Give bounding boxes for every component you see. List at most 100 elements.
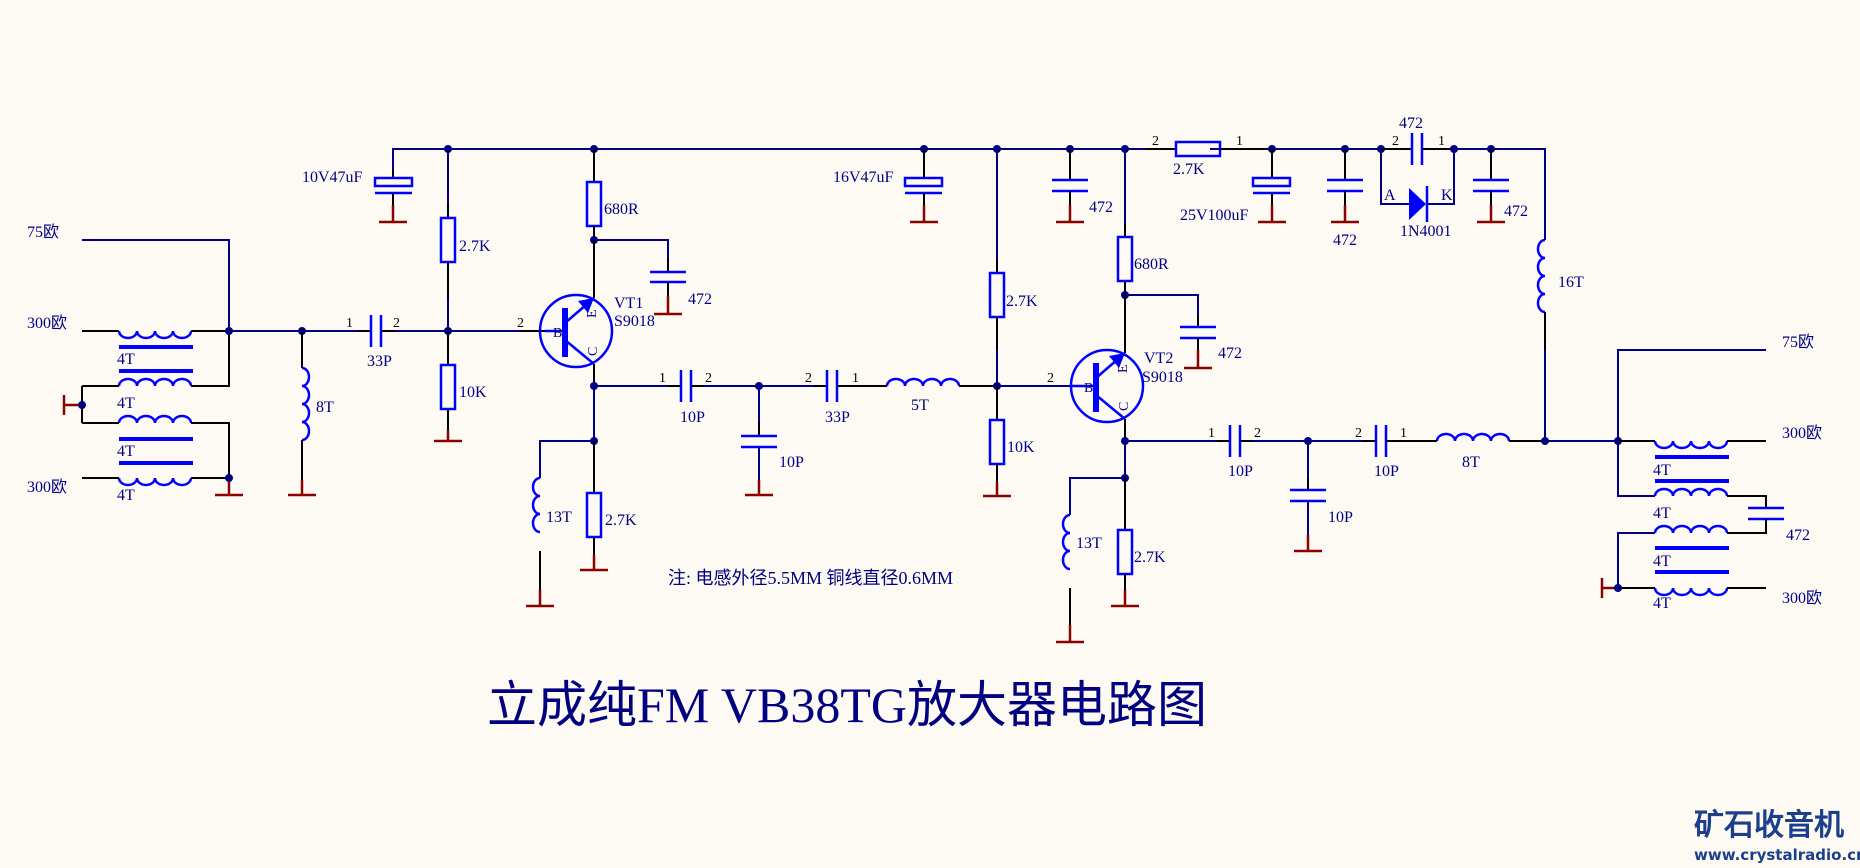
svg-text:2: 2 — [517, 316, 524, 331]
output-filter: 1 2 10P 10P 2 1 10P 8T — [1125, 425, 1622, 553]
input-balun-turns-4: 4T — [117, 487, 135, 504]
input-300-bottom-label: 300欧 — [27, 478, 67, 496]
input-balun-turns-2: 4T — [117, 395, 135, 412]
svg-text:13T: 13T — [1076, 535, 1102, 552]
transistor-vt2: B E C VT2 S9018 — [1069, 348, 1183, 424]
svg-text:680R: 680R — [604, 201, 639, 218]
svg-text:B: B — [1084, 381, 1093, 396]
choke-label: 16T — [1558, 274, 1584, 291]
svg-text:C: C — [1117, 402, 1132, 411]
svg-text:B: B — [553, 326, 562, 341]
supply-filter-cap2-label: 472 — [1504, 203, 1528, 220]
input-shunt-inductor: 8T — [286, 331, 334, 497]
supply-filter-cap1-label: 472 — [1333, 232, 1357, 249]
svg-text:2.7K: 2.7K — [459, 238, 491, 255]
input-300-top-label: 300欧 — [27, 314, 67, 332]
output-inductor-label: 8T — [1462, 454, 1480, 471]
interstage-cap2-label: 33P — [825, 409, 850, 426]
stage1-emitter-cap: 472 — [594, 239, 712, 316]
stage2-collector-resistor: 2.7K — [1109, 478, 1166, 608]
logo-name: 矿石收音机 — [1694, 808, 1844, 843]
stage2-bias-bottom-resistor: 10K — [981, 386, 1035, 498]
svg-text:2: 2 — [1047, 371, 1054, 386]
svg-text:4T: 4T — [1653, 553, 1671, 570]
output-balun-cap-label: 472 — [1786, 527, 1810, 544]
stage2-collector-inductor: 13T — [1054, 477, 1125, 644]
vt1-part: S9018 — [614, 313, 655, 330]
diode-bypass-cap-label: 472 — [1399, 115, 1423, 132]
output-300-bottom-label: 300欧 — [1782, 589, 1822, 607]
supply-filter: 2 1 2.7K 25V100uF 472 2 1 472 A — [1146, 115, 1584, 441]
stage1-bias-bottom-resistor: 10K — [432, 331, 487, 443]
output-cap2-label: 10P — [1374, 463, 1399, 480]
svg-text:A: A — [1384, 187, 1396, 204]
stage2-emitter-cap: 472 — [1125, 294, 1242, 370]
svg-text:1: 1 — [1438, 134, 1445, 149]
output-cap1-label: 10P — [1228, 463, 1253, 480]
svg-text:1: 1 — [1236, 134, 1243, 149]
svg-text:13T: 13T — [546, 509, 572, 526]
stage2: 16V47uF 2.7K 2 10K — [833, 145, 1242, 644]
input-coupling-cap: 1 2 33P — [302, 315, 400, 370]
stage1-collector-resistor: 2.7K — [578, 441, 637, 572]
stage1-emitter-resistor: 680R — [585, 149, 639, 240]
svg-text:E: E — [585, 309, 600, 318]
svg-text:16V47uF: 16V47uF — [833, 169, 894, 186]
output-75-label: 75欧 — [1782, 333, 1814, 351]
stage2-emitter-resistor: 680R — [1116, 149, 1169, 295]
svg-text:2: 2 — [1152, 134, 1159, 149]
svg-text:4T: 4T — [1653, 505, 1671, 522]
note-text: 注: 电感外径5.5MM 铜线直径0.6MM — [668, 568, 953, 588]
svg-text:2: 2 — [705, 371, 712, 386]
input-section: 75欧 300欧 300欧 — [27, 223, 400, 504]
interstage-cap1-label: 10P — [680, 409, 705, 426]
svg-text:472: 472 — [1089, 199, 1113, 216]
svg-text:1: 1 — [852, 371, 859, 386]
page-title: 立成纯FM VB38TG放大器电路图 — [487, 677, 1207, 733]
stage2-supply-cap: 472 — [1052, 149, 1113, 224]
stage1-bias-top-resistor: 2.7K — [439, 149, 491, 331]
vt2-ref: VT2 — [1144, 350, 1173, 367]
svg-text:2: 2 — [805, 371, 812, 386]
vt2-part: S9018 — [1142, 369, 1183, 386]
stage1-bulk-cap: 10V47uF — [302, 148, 448, 224]
logo-url: www.crystalradio.cn — [1694, 846, 1860, 864]
stage1-collector-inductor: 13T — [524, 440, 594, 608]
svg-text:680R: 680R — [1134, 256, 1169, 273]
svg-text:1: 1 — [346, 316, 353, 331]
input-cap-label: 33P — [367, 353, 392, 370]
svg-text:1: 1 — [659, 371, 666, 386]
input-75-label: 75欧 — [27, 223, 59, 241]
output-300-top-label: 300欧 — [1782, 424, 1822, 442]
svg-text:2: 2 — [1392, 134, 1399, 149]
input-inductor-label: 8T — [316, 399, 334, 416]
svg-text:K: K — [1441, 187, 1453, 204]
svg-text:4T: 4T — [1653, 595, 1671, 612]
input-balun-turns-1: 4T — [117, 351, 135, 368]
svg-text:2: 2 — [1355, 426, 1362, 441]
input-balun-turns-3: 4T — [117, 443, 135, 460]
svg-text:10K: 10K — [1007, 439, 1035, 456]
supply-bulk-cap-label: 25V100uF — [1180, 207, 1249, 224]
svg-text:4T: 4T — [1653, 462, 1671, 479]
svg-text:10K: 10K — [459, 384, 487, 401]
supply-resistor-label: 2.7K — [1173, 161, 1205, 178]
stage2-bias-top-resistor: 2.7K — [988, 149, 1038, 386]
interstage: 1 2 10P 10P 2 1 33P 5T — [594, 370, 997, 497]
diode-label: 1N4001 — [1400, 223, 1452, 240]
interstage-inductor-label: 5T — [911, 397, 929, 414]
output-shunt-cap-label: 10P — [1328, 509, 1353, 526]
output-balun: 75欧 300欧 472 300欧 4T 4T 4T 4T — [1600, 333, 1822, 612]
svg-text:C: C — [586, 347, 601, 356]
svg-text:1: 1 — [1208, 426, 1215, 441]
stage1: 10V47uF 2.7K 2 10K — [302, 145, 712, 608]
stage1-bulk-cap-label: 10V47uF — [302, 169, 363, 186]
stage2-bulk-cap: 16V47uF — [833, 149, 944, 224]
transistor-vt1: B E C VT1 S9018 — [538, 293, 655, 369]
svg-text:472: 472 — [1218, 345, 1242, 362]
svg-text:472: 472 — [688, 291, 712, 308]
vt1-ref: VT1 — [614, 295, 643, 312]
svg-text:2.7K: 2.7K — [1006, 293, 1038, 310]
svg-text:2: 2 — [393, 316, 400, 331]
